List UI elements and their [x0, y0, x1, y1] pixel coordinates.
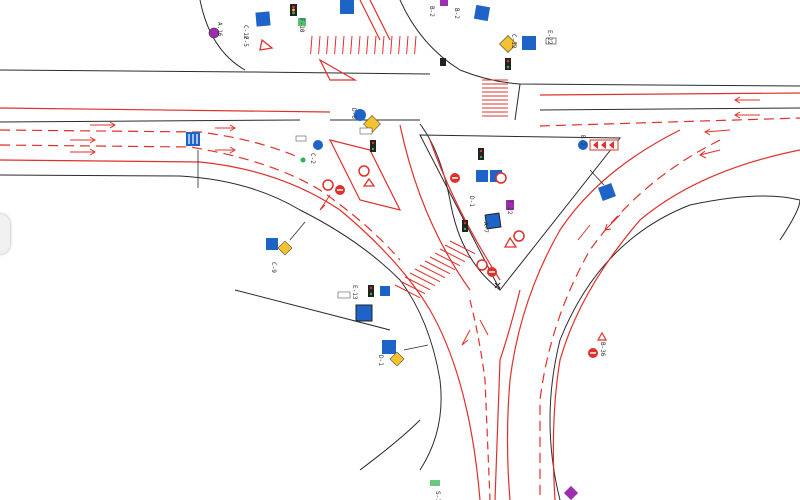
sign-code-label: D-1 [377, 355, 384, 366]
direction-sign-icon [598, 183, 616, 201]
priority-road-sign-icon [499, 35, 517, 53]
crosswalks [310, 35, 508, 299]
crosswalk-stripe [434, 252, 461, 267]
mandatory-direction-sign-icon [354, 109, 366, 121]
sign-code-label: C-9 [270, 262, 277, 273]
crosswalk-stripe [326, 35, 329, 54]
sign-code-label: B-36 [599, 342, 606, 357]
lane-arrows [70, 96, 760, 346]
sign-code-label: F-5 [242, 36, 249, 47]
crosswalk-stripe [444, 244, 471, 259]
direction-sign-icon [355, 304, 373, 322]
crosswalk-stripe [414, 35, 417, 54]
sign-code-label: C-12 [510, 34, 517, 49]
crosswalk-stripe [390, 35, 393, 54]
sign-code-label: B-2 [428, 6, 435, 17]
crosswalk-stripe [350, 35, 353, 54]
crosswalk-stripe [334, 35, 337, 54]
crosswalk-stripe [399, 280, 426, 295]
crosswalk-stripe [439, 248, 466, 263]
traffic-signs [186, 0, 619, 500]
crosswalk-stripe [406, 35, 409, 54]
crosswalk-stripe [318, 35, 321, 54]
direction-sign-icon [255, 11, 271, 27]
direction-sign-icon [522, 36, 536, 50]
sign-code-label: E-22 [546, 30, 553, 45]
sign-code-label: B-2 [453, 8, 460, 19]
crosswalk-stripe [398, 35, 401, 54]
sign-code-label: C-2 [309, 153, 316, 164]
sign-code-label: F-10 [298, 18, 305, 33]
traffic-light-icon [505, 58, 511, 70]
sign-code-label: D-6 [350, 108, 357, 119]
sign-code-label: S-1 [434, 491, 441, 500]
sign-code-label: D-1 [468, 196, 475, 207]
crosswalk-stripe [419, 264, 446, 279]
crosswalk-stripe [414, 268, 441, 283]
direction-sign-icon [340, 0, 354, 14]
restriction-sign-icon [208, 27, 220, 39]
crosswalk-stripe [374, 35, 377, 54]
crosswalk-stripe [342, 35, 345, 54]
sign-code-label: B-2 [579, 135, 586, 146]
crosswalk-stripe [358, 35, 361, 54]
sign-code-label: C-12 [242, 25, 249, 40]
mandatory-direction-sign-icon [313, 140, 323, 150]
warning-triangle-icon [259, 38, 274, 51]
direction-sign-icon [484, 212, 502, 230]
crosswalk-stripe [310, 35, 313, 54]
crosswalk-stripe [429, 256, 456, 271]
crosswalk-stripe [366, 35, 369, 54]
sign-code-label: A.16 [216, 22, 223, 37]
crosswalk-stripe [404, 276, 431, 291]
crosswalk-stripe [449, 240, 476, 255]
crosswalk-stripe [382, 35, 385, 54]
sign-code-label: E-13 [351, 285, 358, 300]
crosswalk-stripe [394, 284, 421, 299]
traffic-light-icon [370, 140, 376, 152]
scroll-handle[interactable] [0, 214, 10, 254]
crosswalk-stripe [409, 272, 436, 287]
direction-sign-icon [473, 4, 491, 22]
sign-code-label: A-7 [482, 222, 489, 233]
no-entry-sign-icon [358, 165, 370, 177]
traffic-light-icon [478, 148, 484, 160]
sign-code-label: T-22 [506, 200, 513, 215]
crosswalk-stripe [424, 260, 451, 275]
